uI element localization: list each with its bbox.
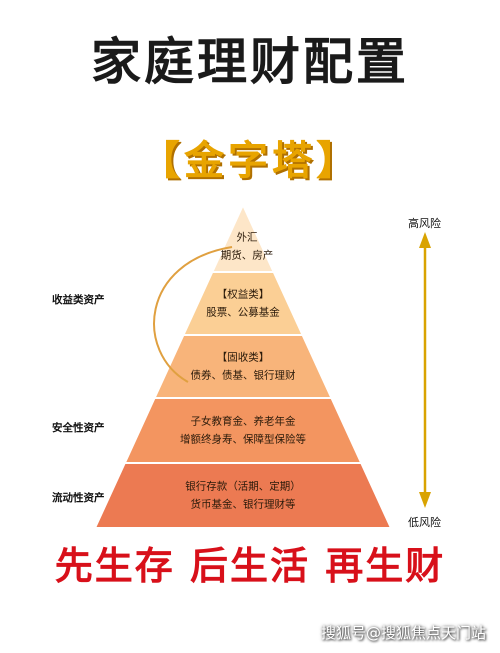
tier-3-line2: 债券、债基、银行理财 [191, 369, 296, 382]
low-risk-label: 低风险 [408, 516, 441, 529]
page-subtitle: 【金字塔】 [140, 138, 360, 184]
risk-arrow-up-head [419, 232, 431, 248]
pyramid-tier-5 [93, 462, 393, 529]
pyramid-tier-4 [123, 397, 363, 464]
income-bracket [153, 246, 233, 383]
tier-5-line1: 银行存款（活期、定期） [185, 480, 301, 493]
risk-arrow [419, 232, 431, 508]
side-label-safety: 安全性资产 [52, 422, 105, 434]
tier-5-line2: 货币基金、银行理财等 [191, 498, 296, 511]
tier-1-line1: 外汇 [237, 231, 258, 244]
risk-arrow-down-head [419, 492, 431, 508]
tier-2-line2: 股票、公募基金 [206, 306, 280, 319]
slogan: 先生存 后生活 再生财 [54, 543, 446, 588]
tier-3-line1: 【固收类】 [217, 351, 270, 364]
tier-1-line2: 期货、房产 [221, 249, 274, 262]
side-label-liquidity: 流动性资产 [52, 492, 105, 504]
side-label-income: 收益类资产 [52, 294, 105, 306]
tier-4-line1: 子女教育金、养老年金 [191, 415, 296, 428]
tier-4-line2: 增额终身寿、保障型保险等 [180, 433, 306, 446]
pyramid-tier-3 [153, 334, 333, 399]
page-title: 家庭理财配置 [91, 33, 409, 91]
tier-2-line1: 【权益类】 [217, 288, 270, 301]
pyramid-tier-2 [181, 271, 305, 336]
high-risk-label: 高风险 [408, 217, 441, 230]
watermark: 搜狐号@搜狐焦点天门站 [320, 624, 486, 642]
